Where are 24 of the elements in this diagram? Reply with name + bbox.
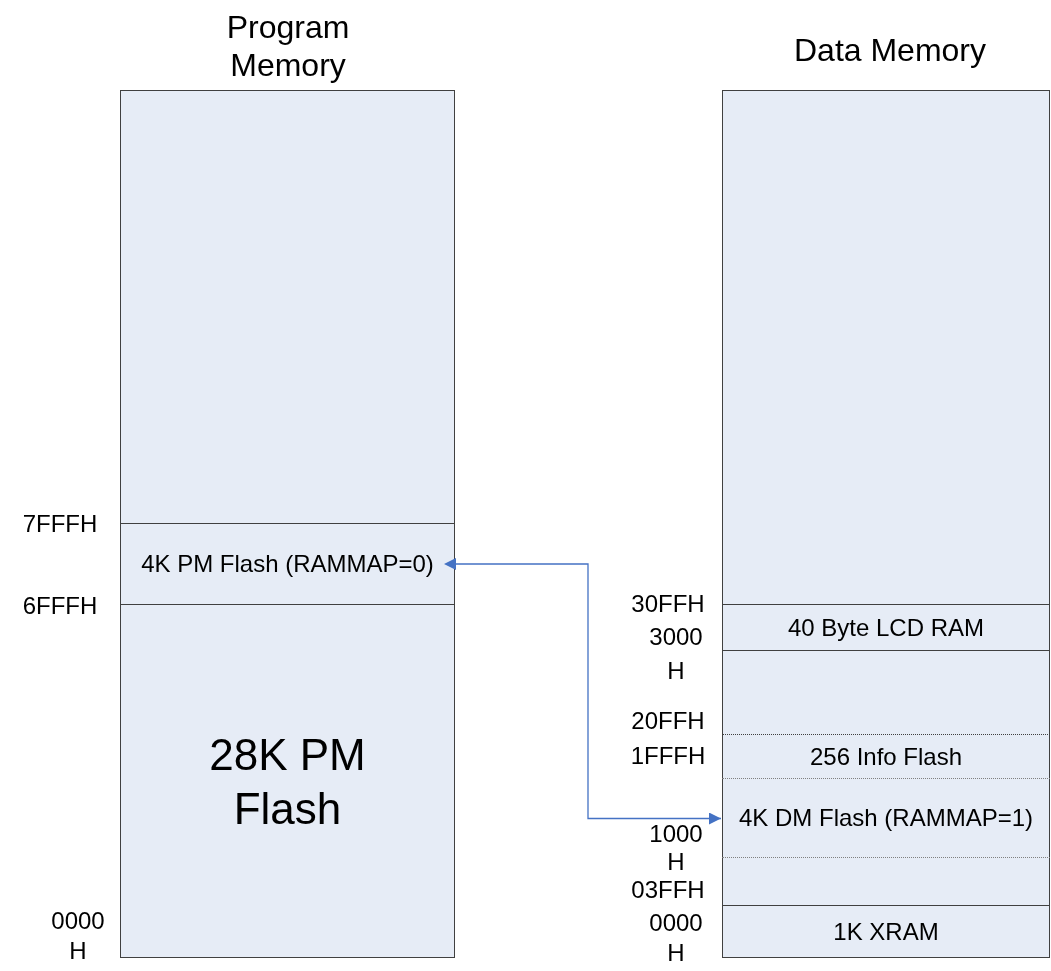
address-label: 0000 H (648, 908, 704, 968)
memory-column (722, 90, 1050, 958)
column-title: Program Memory (225, 8, 351, 84)
address-label: 0000 H (50, 906, 106, 966)
address-label: 7FFFH (21, 509, 99, 539)
memory-region (722, 604, 1050, 651)
region-label: 4K PM Flash (RAMMAP=0) (141, 549, 434, 579)
address-label: 20FFH (630, 706, 706, 736)
region-label: 28K PM Flash (208, 728, 367, 835)
address-label: 03FFH (630, 876, 706, 904)
region-label: 256 Info Flash (809, 741, 963, 772)
memory-region (120, 523, 455, 605)
memory-region (722, 734, 1050, 779)
address-label: 1000 H (648, 820, 704, 876)
column-title: Data Memory (792, 31, 987, 70)
arrow (444, 558, 722, 825)
address-label: 3000 H (648, 622, 704, 686)
region-label: 40 Byte LCD RAM (787, 612, 985, 643)
address-label: 6FFFH (21, 591, 99, 621)
region-label: 1K XRAM (833, 917, 939, 947)
address-label: 30FFH (630, 589, 706, 619)
address-label: 1FFFH (629, 741, 707, 771)
memory-column (120, 90, 455, 958)
region-label: 4K DM Flash (RAMMAP=1) (738, 803, 1034, 833)
